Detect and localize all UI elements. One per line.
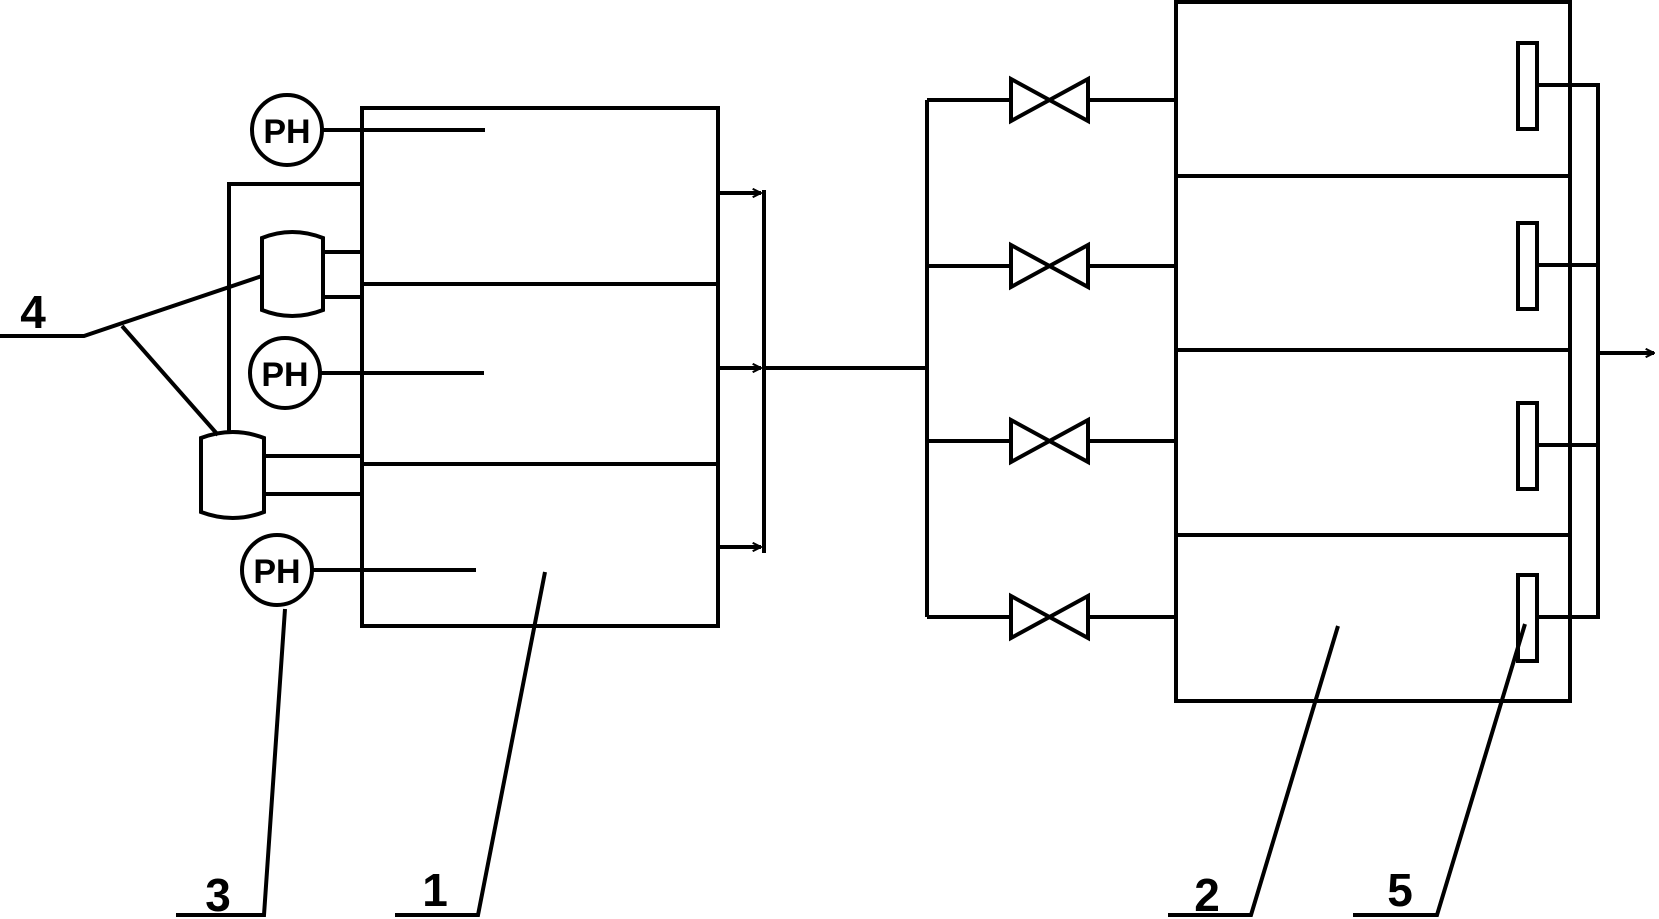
valve-icon — [1009, 416, 1090, 466]
callout-lines — [0, 274, 1527, 917]
callout-4: 4 — [20, 286, 46, 338]
callout-5: 5 — [1387, 864, 1413, 916]
dosing-unit-bottom — [199, 430, 362, 520]
callout-2: 2 — [1194, 869, 1220, 919]
tank-1 — [360, 106, 720, 628]
electrode-4 — [1516, 573, 1539, 663]
ph-sensor-1: PH — [250, 93, 485, 167]
leader-4 — [0, 274, 263, 338]
ph-sensor-3-label: PH — [253, 553, 300, 591]
distribution-manifold — [925, 75, 1176, 642]
tank-2 — [1174, 0, 1572, 703]
tank-1-outline — [360, 106, 720, 628]
valve-icon — [1009, 75, 1090, 125]
electrodes — [1516, 41, 1654, 663]
leader-2 — [1168, 625, 1340, 917]
electrode-2 — [1516, 221, 1539, 311]
callout-3: 3 — [205, 869, 231, 919]
tank-1-outlets — [718, 190, 927, 553]
dosing-unit-top — [227, 182, 362, 435]
ph-sensor-2-label: PH — [261, 356, 308, 394]
dosing-cylinder-top — [260, 230, 325, 318]
valve-icon — [1009, 592, 1090, 642]
ph-sensor-3: PH — [240, 533, 476, 607]
leader-1 — [395, 571, 547, 917]
leader-3 — [176, 608, 287, 917]
leader-5 — [1353, 623, 1527, 917]
dosing-cylinder-bottom — [199, 430, 266, 520]
electrode-1 — [1516, 41, 1539, 131]
ph-sensor-2: PH — [248, 336, 484, 410]
electrode-3 — [1516, 401, 1539, 491]
ph-sensor-1-label: PH — [263, 113, 310, 151]
callout-1: 1 — [422, 864, 448, 916]
valve-icon — [1009, 241, 1090, 291]
